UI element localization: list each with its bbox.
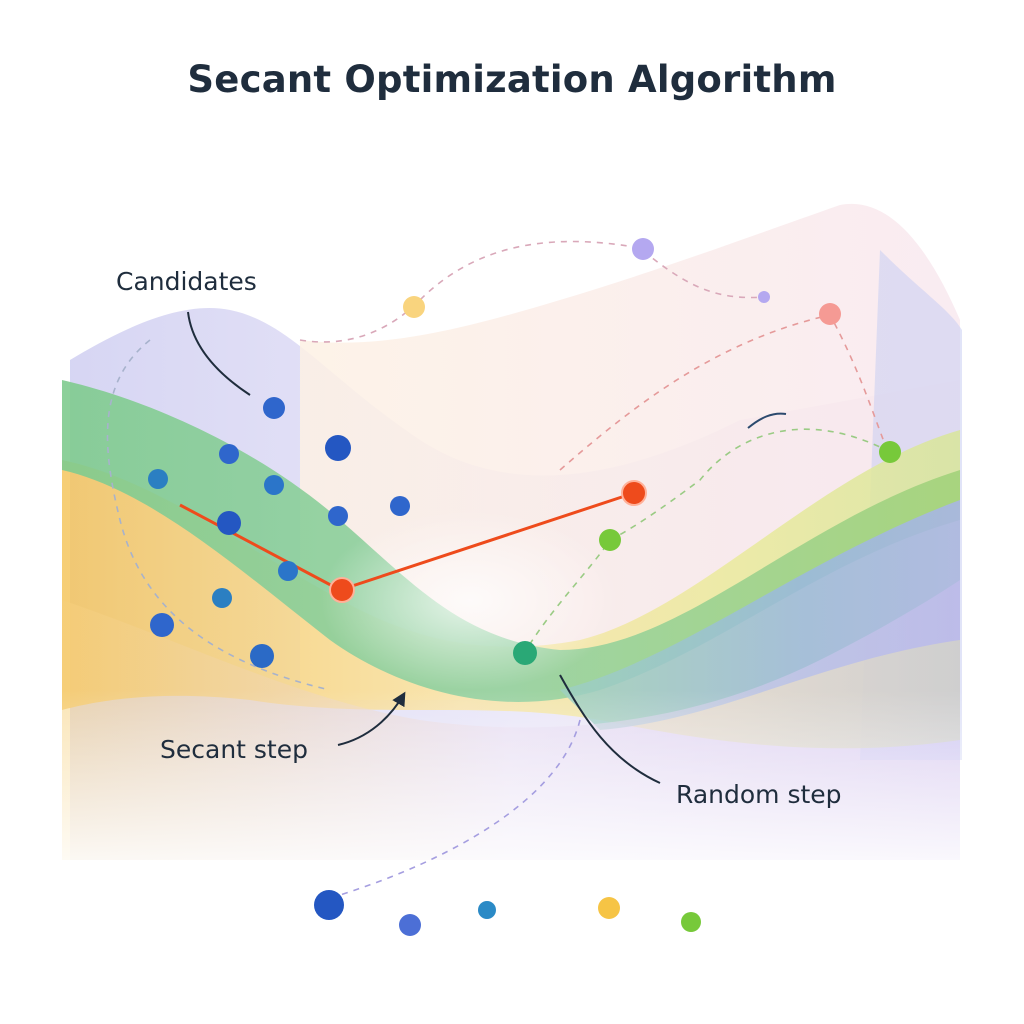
candidate-point	[325, 435, 351, 461]
candidate-point	[250, 644, 274, 668]
bottom-point	[314, 890, 344, 920]
candidate-points	[148, 397, 410, 668]
green-point	[879, 441, 901, 463]
bottom-points	[314, 890, 701, 936]
lavender-point	[632, 238, 654, 260]
candidate-point	[150, 613, 174, 637]
candidate-point	[390, 496, 410, 516]
secant-point	[329, 577, 355, 603]
candidate-point	[328, 506, 348, 526]
secant-step-label: Secant step	[160, 735, 308, 764]
secant-step-arrow	[337, 691, 406, 746]
bottom-point	[681, 912, 701, 932]
candidate-point	[148, 469, 168, 489]
candidate-point	[264, 475, 284, 495]
landscape-peak-mark	[747, 412, 787, 429]
landscape-layer-blue	[560, 500, 960, 730]
pink-point	[819, 303, 841, 325]
candidates-pointer	[187, 311, 251, 396]
path-top-arc	[299, 240, 766, 343]
yellow-point	[403, 296, 425, 318]
diagram-title: Secant Optimization Algorithm	[187, 58, 837, 101]
path-left-loop	[106, 339, 331, 691]
candidate-point	[219, 444, 239, 464]
path-right-arc	[559, 314, 889, 471]
green-point	[599, 529, 621, 551]
candidates-label: Candidates	[116, 267, 257, 296]
candidate-point	[212, 588, 232, 608]
bottom-point	[598, 897, 620, 919]
secant-point	[621, 480, 647, 506]
candidate-point	[263, 397, 285, 419]
random-step-point	[513, 641, 537, 665]
random-step-pointer	[559, 674, 661, 784]
lavender-point	[758, 291, 770, 303]
path-random-step	[524, 428, 891, 653]
bottom-point	[399, 914, 421, 936]
candidate-point	[217, 511, 241, 535]
random-step-label: Random step	[676, 780, 842, 809]
bottom-point	[478, 901, 496, 919]
candidate-point	[278, 561, 298, 581]
